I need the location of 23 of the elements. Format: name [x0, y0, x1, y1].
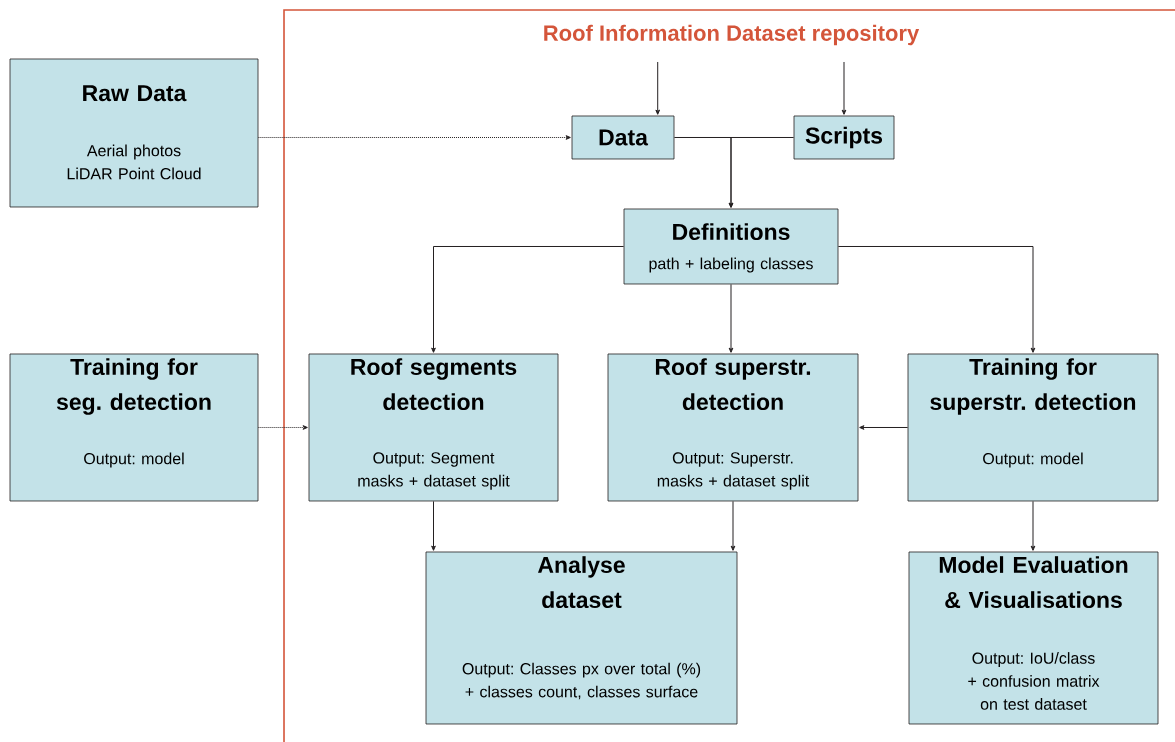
training-box: Training for seg. detection Output: model [9, 353, 259, 502]
arrow [837, 246, 1036, 353]
process-box: Definitions path + labeling classes [623, 208, 839, 285]
process-box: Scripts [793, 115, 895, 160]
arrow [1030, 500, 1036, 551]
process-box: Roof segments detection Output: Segment masks + dataset split [308, 353, 559, 502]
arrow [431, 500, 436, 551]
training-box: Training for superstr. detection Output: model [907, 353, 1159, 502]
arrow [728, 283, 734, 353]
source-box: Raw Data Aerial photos LiDAR Point Cloud [9, 58, 259, 208]
frame-title: Roof Information Dataset repository [544, 24, 920, 46]
arrow [257, 135, 571, 140]
process-box: Model Evaluation & Visualisations Output: IoU/class + confusion matrix on test dataset [908, 551, 1159, 725]
arrow [859, 425, 909, 430]
process-box: Data [571, 115, 675, 160]
process-box: Roof superstr. detection Output: Superstr. masks + dataset split [607, 353, 859, 502]
arrow [730, 500, 736, 551]
arrow [728, 137, 795, 208]
arrow [257, 425, 308, 430]
process-box: Analyse dataset Output: Classes px over total (%) + classes count, classes surface [425, 551, 738, 725]
arrow [655, 61, 661, 115]
arrow [431, 246, 625, 353]
arrow [841, 61, 847, 115]
